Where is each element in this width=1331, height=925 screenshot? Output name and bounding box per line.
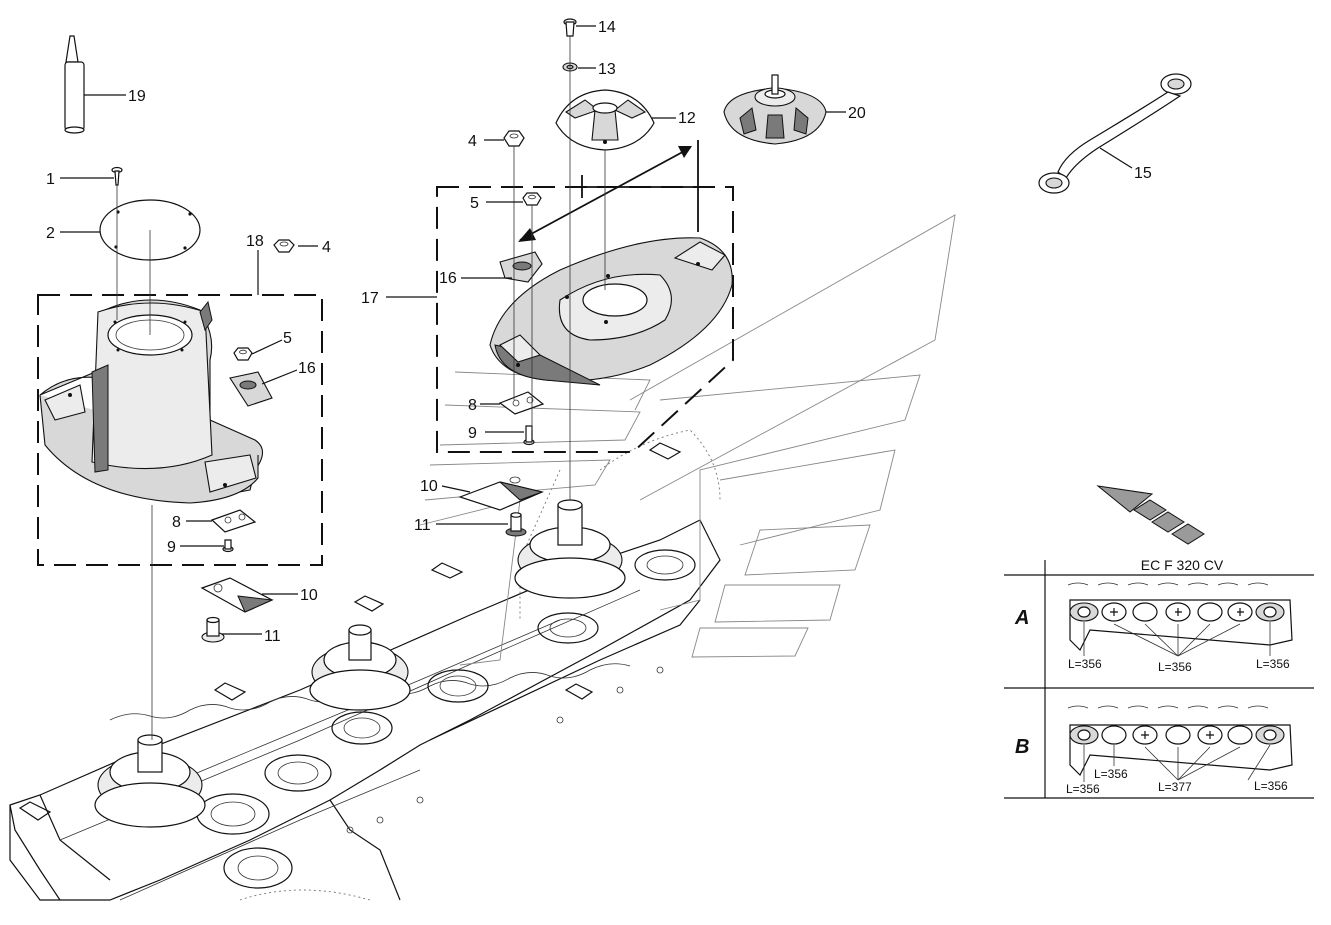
row-b-diagram [1067, 705, 1293, 782]
part-11-bolt-left [201, 616, 225, 643]
part-10-blade-left [200, 577, 274, 613]
travel-direction-arrow [1096, 485, 1205, 545]
config-table-title: EC F 320 CV [1141, 557, 1224, 573]
row-b-length-left-lower: L=356 [1066, 782, 1100, 796]
callout-5-middle: 5 [470, 195, 479, 212]
callout-4-middle: 4 [468, 133, 477, 150]
part-9-bolt-middle [523, 425, 535, 446]
part-14-screw [563, 18, 577, 37]
part-4-nut-middle [503, 130, 525, 147]
callout-11-left: 11 [264, 628, 281, 645]
callout-13: 13 [598, 61, 616, 78]
part-drum-hood [39, 299, 264, 504]
part-10-blade-middle [458, 476, 544, 511]
group-17-frame [436, 186, 734, 453]
callout-1: 1 [46, 171, 55, 188]
part-11-bolt-middle [505, 512, 527, 537]
callout-2: 2 [46, 225, 55, 242]
callout-14: 14 [598, 19, 616, 36]
part-16-wedge-middle [499, 251, 543, 283]
row-b-length-right: L=356 [1254, 779, 1288, 793]
row-b-length-middle: L=377 [1158, 780, 1192, 794]
row-a-label: A [1014, 607, 1029, 629]
callout-leaders [60, 25, 1133, 635]
group-18-frame [37, 294, 323, 566]
row-a-length-right: L=356 [1256, 657, 1290, 671]
callout-9-middle: 9 [468, 425, 477, 442]
callout-8-left: 8 [172, 514, 181, 531]
row-a-length-left: L=356 [1068, 657, 1102, 671]
callout-16-left: 16 [298, 360, 316, 377]
disc-hub-middle [309, 624, 411, 711]
part-8-plate-left [210, 509, 257, 533]
disc-hub-right [514, 499, 626, 599]
part-19-tube [64, 35, 85, 134]
part-9-bolt-left [222, 539, 234, 553]
part-5-nut-left [233, 347, 253, 361]
part-8-plate-middle [498, 391, 545, 415]
callout-15: 15 [1134, 165, 1152, 182]
rotation-arrow [518, 140, 700, 242]
callout-5-left: 5 [283, 330, 292, 347]
callout-18: 18 [246, 233, 264, 250]
part-5-nut-middle [522, 192, 542, 206]
callout-12: 12 [678, 110, 696, 127]
row-b-label: B [1015, 736, 1029, 758]
callout-4-left: 4 [322, 239, 331, 256]
callout-9-left: 9 [167, 539, 176, 556]
part-1-screw [111, 166, 123, 186]
callout-8-middle: 8 [468, 397, 477, 414]
callout-20: 20 [848, 105, 866, 122]
row-a-diagram [1067, 582, 1293, 657]
disc-hub-left [94, 734, 206, 828]
callout-10-middle: 10 [420, 478, 438, 495]
part-15-wrench [1038, 73, 1192, 194]
callout-17: 17 [361, 290, 379, 307]
callout-11-middle: 11 [414, 517, 431, 534]
callout-10-left: 10 [300, 587, 318, 604]
part-disc-large [489, 237, 733, 386]
row-b-length-left-upper: L=356 [1094, 767, 1128, 781]
left-leader-lines [116, 185, 153, 740]
callout-19: 19 [128, 88, 146, 105]
part-20-hub [723, 74, 827, 145]
callout-numbers: 1 2 18 4 5 16 8 9 10 11 19 14 13 12 20 4… [46, 19, 1152, 645]
middle-leader-lines [513, 36, 606, 500]
row-a-length-middle: L=356 [1158, 660, 1192, 674]
config-table: EC F 320 CV A B L=356 L=356 L= [1004, 557, 1314, 799]
part-12-cap [555, 89, 655, 151]
part-4-nut-left [273, 239, 295, 253]
part-16-wedge-left [229, 371, 273, 407]
callout-16-middle: 16 [439, 270, 457, 287]
